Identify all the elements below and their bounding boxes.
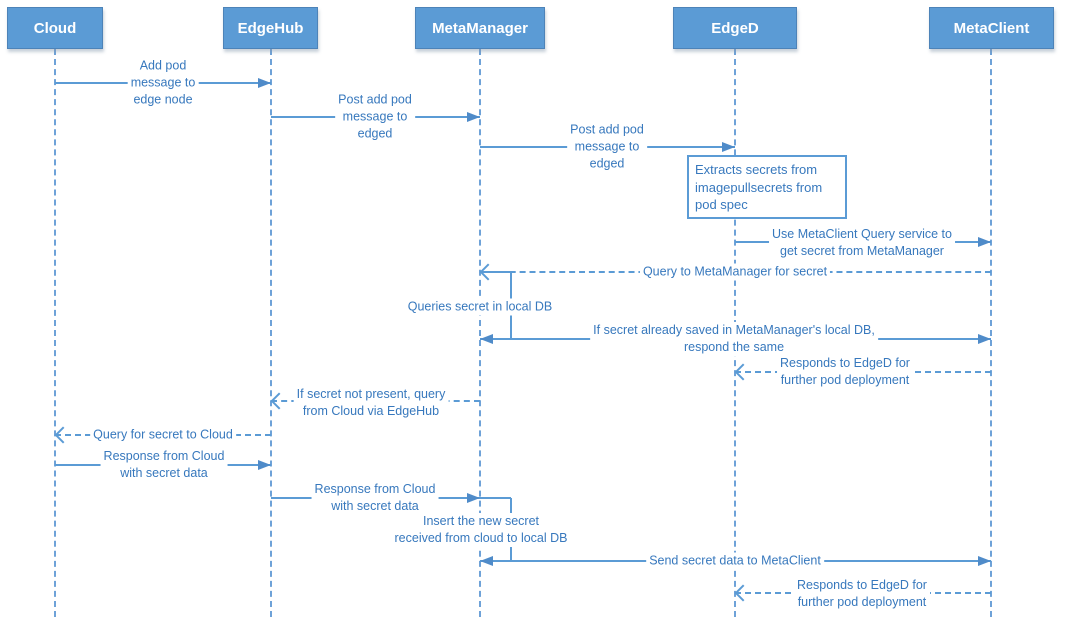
message-label-line: Responds to EdgeD for [780,356,910,370]
lifeline-metamanager [479,49,481,617]
message-label-line: with secret data [331,499,419,513]
message-label-post-add-pod-to-edged-2: Post add pod message to edged [567,121,647,173]
self-message-top-queries-secret-local-db [480,271,511,273]
note-line: pod spec [695,197,748,212]
actor-cloud: Cloud [7,7,103,49]
actor-label: MetaClient [953,19,1030,37]
note-line: Extracts secrets from [695,162,818,177]
message-label-add-pod-to-edge-node: Add pod message to edge node [127,57,199,109]
arrowhead-if-secret-already-saved [480,334,493,344]
message-label-line: If secret not present, query [296,387,446,401]
message-label-line: Queries secret in local DB [407,299,553,314]
message-label-line: Insert the new secret [422,514,540,528]
arrowhead-response-from-cloud-2 [467,493,480,503]
message-label-queries-secret-local-db: Queries secret in local DB [404,298,556,316]
message-label-line: Responds to EdgeD for [797,578,927,592]
arrowhead-send-secret-to-metaclient [480,556,493,566]
actor-label: Cloud [33,19,77,37]
arrowhead-response-from-cloud-1 [258,460,271,470]
message-label-line: get secret from MetaManager [780,244,944,258]
message-label-insert-new-secret: Insert the new secret received from cloud… [391,513,571,547]
message-label-responds-to-edged-1: Responds to EdgeD for further pod deploym… [777,355,913,389]
message-label-line: Add pod [139,58,187,73]
arrowhead-if-secret-not-present [270,392,288,410]
message-label-line: edged [589,156,625,171]
message-label-line: message to [574,139,640,154]
note-extracts-secrets: Extracts secrets from imagepullsecrets fr… [687,155,847,219]
lifeline-edgehub [270,49,272,617]
arrowhead-query-for-secret-to-cloud [54,426,72,444]
message-label-line: received from cloud to local DB [394,531,568,545]
message-label-query-for-secret-to-cloud: Query for secret to Cloud [90,426,236,444]
actor-metaclient: MetaClient [929,7,1054,49]
message-label-if-secret-not-present: If secret not present, query from Cloud v… [293,386,449,420]
message-label-line: further pod deployment [797,595,927,609]
message-label-line: If secret already saved in MetaManager's… [593,323,875,337]
arrowhead-post-add-pod-to-edged-1 [467,112,480,122]
arrowhead-send-secret-to-metaclient [978,556,991,566]
lifeline-metaclient [990,49,992,617]
arrowhead-responds-to-edged-2 [734,584,752,602]
message-label-response-from-cloud-2: Response from Cloud with secret data [311,481,439,515]
actor-metamanager: MetaManager [415,7,545,49]
arrowhead-add-pod-to-edge-node [258,78,271,88]
arrowhead-use-metaclient-query [978,237,991,247]
message-label-query-to-metamanager: Query to MetaManager for secret [639,263,831,281]
message-label-line: edge node [133,92,193,107]
actor-label: EdgeHub [237,19,304,37]
actor-edgehub: EdgeHub [223,7,318,49]
message-label-responds-to-edged-2: Responds to EdgeD for further pod deploym… [794,577,930,611]
actor-label: MetaManager [432,19,528,37]
message-label-line: from Cloud via EdgeHub [302,404,440,418]
actor-label: EdgeD [711,19,759,37]
message-label-line: message to [342,109,408,124]
message-label-post-add-pod-to-edged-1: Post add pod message to edged [335,91,415,143]
message-label-line: Post add pod [338,92,412,107]
self-message-top-insert-new-secret [480,497,511,499]
arrowhead-query-to-metamanager [479,263,497,281]
message-label-line: Response from Cloud [314,482,436,496]
message-label-line: edged [357,126,393,141]
message-label-line: Response from Cloud [103,449,225,463]
arrowhead-post-add-pod-to-edged-2 [722,142,735,152]
message-label-line: Send secret data to MetaClient [649,553,821,568]
message-label-line: further pod deployment [780,373,910,387]
note-line: imagepullsecrets from [695,179,823,195]
message-label-send-secret-to-metaclient: Send secret data to MetaClient [646,552,824,570]
arrowhead-responds-to-edged-1 [734,363,752,381]
message-label-if-secret-already-saved: If secret already saved in MetaManager's… [590,322,878,356]
message-label-line: respond the same [683,340,785,354]
message-label-line: Post add pod [570,122,644,137]
message-label-line: Query to MetaManager for secret [642,264,828,279]
message-label-line: with secret data [120,466,208,480]
actor-edged: EdgeD [673,7,797,49]
message-label-line: message to [130,75,196,90]
lifeline-cloud [54,49,56,617]
message-label-use-metaclient-query: Use MetaClient Query service to get secre… [769,226,955,260]
arrowhead-if-secret-already-saved [978,334,991,344]
message-label-line: Query for secret to Cloud [93,427,233,442]
message-label-line: Use MetaClient Query service to [772,227,952,241]
message-label-response-from-cloud-1: Response from Cloud with secret data [100,448,228,482]
